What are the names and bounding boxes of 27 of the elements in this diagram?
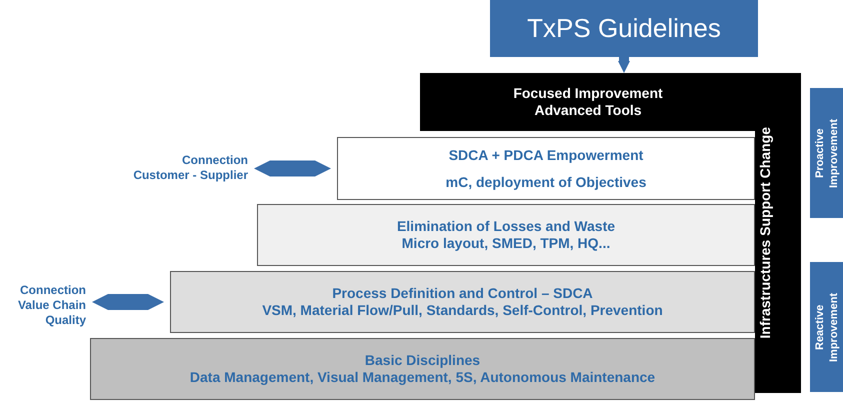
step-heading: Elimination of Losses and Waste: [396, 218, 616, 235]
step-detail: VSM, Material Flow/Pull, Standards, Self-Control, Prevention: [262, 302, 663, 319]
step-box: [170, 271, 755, 333]
step-heading: Basic Disciplines: [364, 352, 480, 369]
step-detail: mC, deployment of Objectives: [446, 174, 646, 190]
step-detail: Micro layout, SMED, TPM, HQ...: [402, 235, 610, 252]
title-box: [490, 0, 758, 57]
vertical-label: Reactive Improvement: [812, 291, 840, 364]
connection-label: Connection Customer - Supplier: [132, 153, 248, 183]
step-box: [90, 338, 755, 400]
step-heading: SDCA + PDCA Empowerment: [448, 146, 644, 164]
side-label: [810, 88, 843, 218]
side-label: [810, 262, 843, 392]
vertical-label: Infrastructures Support Change: [757, 127, 774, 339]
step-heading: Process Definition and Control – SDCA: [332, 285, 593, 302]
step-box: [257, 204, 755, 266]
step-detail: Data Management, Visual Management, 5S, Autonomous Maintenance: [190, 369, 656, 386]
connection-label: Connection Value Chain Quality: [16, 282, 86, 328]
support-pillar: [755, 73, 801, 393]
step-box: [337, 137, 755, 200]
step-heading: Focused Improvement Advanced Tools: [512, 85, 664, 119]
top-step: [420, 73, 756, 131]
title-text: TxPS Guidelines: [527, 14, 721, 43]
vertical-label: Proactive Improvement: [812, 117, 840, 190]
double-arrow: [254, 160, 331, 176]
double-arrow: [92, 294, 164, 310]
arrow: [618, 57, 630, 73]
